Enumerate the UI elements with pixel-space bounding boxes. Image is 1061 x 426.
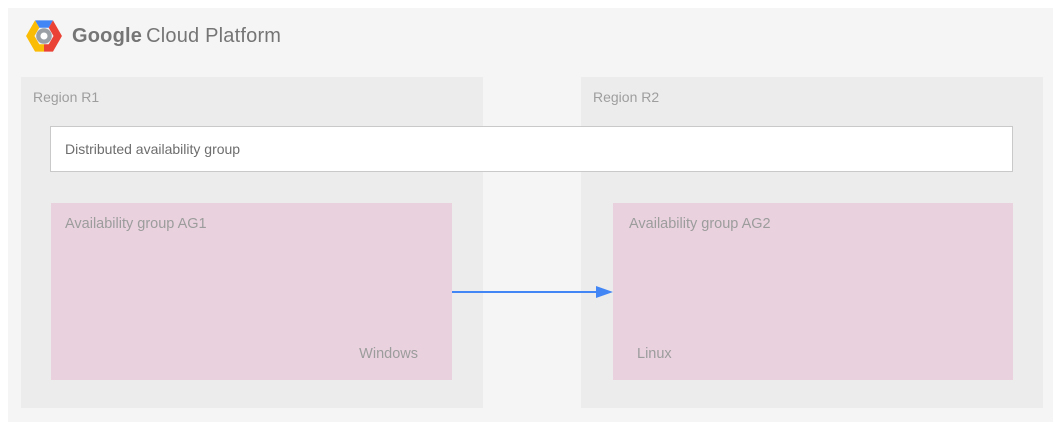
availability-group-ag2-box: Availability group AG2 Linux [613,203,1013,380]
ag1-os-label-windows: Windows [359,346,418,362]
gcp-hexagon-logo-icon [26,20,62,52]
region-r2-label: Region R2 [593,89,660,105]
brand-google-text: Google [72,24,143,47]
distributed-availability-group-label: Distributed availability group [65,141,241,157]
availability-group-ag1-label: Availability group AG1 [65,216,207,232]
replication-arrow-icon [452,286,613,298]
region-r1-label: Region R1 [33,89,100,105]
ag2-os-label-linux: Linux [637,346,672,362]
brand-cloud-platform-text: Cloud Platform [146,24,282,47]
distributed-availability-group-box: Distributed availability group [50,126,1013,172]
availability-group-ag1-box: Availability group AG1 Windows [51,203,452,380]
availability-group-ag2-label: Availability group AG2 [629,216,771,232]
